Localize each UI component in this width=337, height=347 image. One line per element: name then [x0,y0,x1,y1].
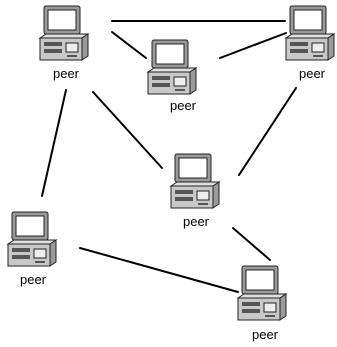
desktop-computer-icon [169,153,221,209]
connection-line-peer-top-left-to-peer-top-center [111,31,147,59]
desktop-computer-icon [146,39,198,95]
connection-line-peer-top-left-to-peer-bottom-left [41,89,67,197]
connection-line-peer-center-to-peer-bottom-right [232,227,271,261]
desktop-computer-icon [6,211,58,267]
peer-label: peer [252,327,279,342]
desktop-computer-icon [284,5,336,61]
peer-label: peer [299,66,326,81]
connection-lines [41,20,297,293]
desktop-computer-icon [236,265,288,321]
peer-label: peer [183,214,210,229]
peer-center: peer [169,153,221,229]
peer-nodes: peer peer peer peer peer peer [6,5,336,342]
peer-label: peer [20,272,47,287]
peer-label: peer [170,98,197,113]
connection-line-peer-top-left-to-peer-center [92,91,163,169]
peer-top-center: peer [146,39,198,113]
connection-line-peer-bottom-left-to-peer-bottom-right [79,247,239,293]
peer-bottom-left: peer [6,211,58,287]
connection-line-peer-top-center-to-peer-top-right [219,32,287,59]
desktop-computer-icon [38,5,90,61]
peer-top-right: peer [284,5,336,81]
peer-bottom-right: peer [236,265,288,342]
connection-line-peer-top-right-to-peer-center [238,87,297,176]
peer-top-left: peer [38,5,90,81]
peer-label: peer [53,66,80,81]
